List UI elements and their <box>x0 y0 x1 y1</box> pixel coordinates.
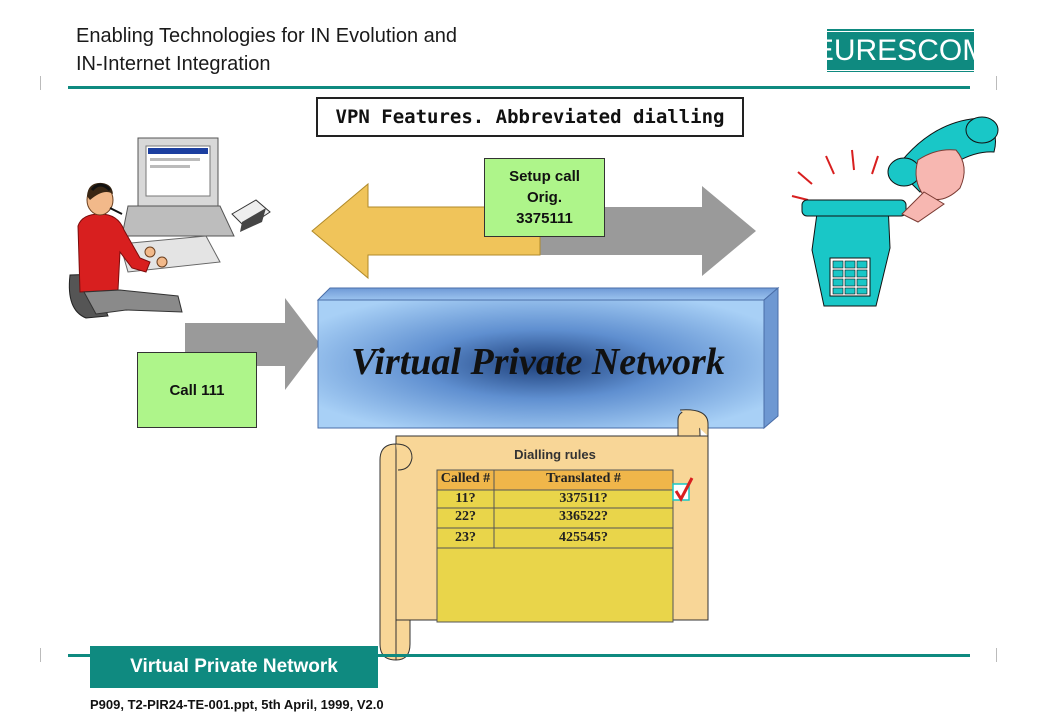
dialling-rules-table <box>436 469 694 623</box>
arrow-to-network <box>185 298 320 390</box>
eurescom-logo: EURESCOM <box>810 29 991 72</box>
call-box: Call 111 <box>137 352 257 428</box>
footer-label: Virtual Private Network <box>90 646 378 688</box>
header-rule <box>68 86 970 89</box>
setup-call-box: Setup call Orig. 3375111 <box>484 158 605 237</box>
network-label: Virtual Private Network <box>351 341 725 383</box>
network-box-top <box>316 287 780 301</box>
network-box <box>317 299 765 429</box>
table-header-translated: Translated # <box>546 471 621 486</box>
slide-title: VPN Features. Abbreviated dialling <box>316 97 744 137</box>
corner-tick <box>996 76 997 90</box>
header-title-line2: IN-Internet Integration <box>76 53 271 75</box>
user-at-computer-icon <box>68 137 271 319</box>
corner-tick <box>40 648 41 662</box>
telephone-icon <box>791 116 999 307</box>
table-header-called: Called # <box>440 471 491 486</box>
header-title: Enabling Technologies for IN Evolution a… <box>76 22 596 78</box>
corner-tick <box>996 648 997 662</box>
header-title-line1: Enabling Technologies for IN Evolution a… <box>76 25 457 47</box>
table-row-2-called: 22? <box>455 509 476 524</box>
check-icon <box>674 477 694 503</box>
setup-call-line1: Setup call <box>509 168 580 185</box>
table-row-1-called: 11? <box>455 491 476 506</box>
dialling-rules-title: Dialling rules <box>514 447 596 462</box>
network-box-side <box>763 286 779 430</box>
table-row-2-translated: 336522? <box>559 509 608 524</box>
table-row-3-called: 23? <box>455 530 476 545</box>
footer-rule <box>68 654 970 657</box>
call-label: Call 111 <box>169 381 225 399</box>
table-row-1-translated: 337511? <box>559 491 608 506</box>
table-row-3-translated: 425545? <box>559 530 608 545</box>
setup-call-line2: Orig. <box>526 189 562 206</box>
corner-tick <box>40 76 41 90</box>
footer-reference: P909, T2-PIR24-TE-001.ppt, 5th April, 19… <box>90 697 384 712</box>
logo-text: EURESCOM <box>810 30 991 71</box>
setup-call-line3: 3375111 <box>516 210 573 227</box>
